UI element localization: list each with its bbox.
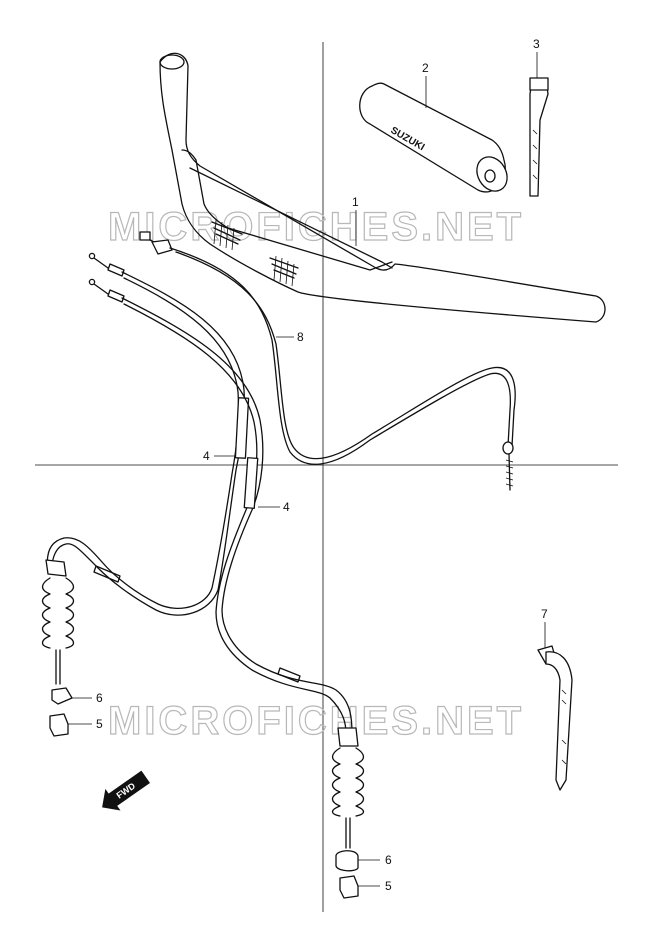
cable-adjuster-nut-left xyxy=(49,713,69,737)
throttle-cable-lower xyxy=(88,278,353,735)
callout-5-left: 5 xyxy=(68,717,103,731)
callout-4-lower: 4 xyxy=(258,500,290,514)
clamp-band xyxy=(537,645,573,791)
callout-label-8: 8 xyxy=(297,330,304,344)
cable-boot-left xyxy=(51,687,73,705)
callout-label-5-right: 5 xyxy=(385,879,392,893)
handlebar-knurl-left xyxy=(211,219,243,251)
callout-6-right: 6 xyxy=(358,853,392,867)
callout-label-4-upper: 4 xyxy=(203,449,210,463)
callout-4-upper: 4 xyxy=(203,449,236,463)
strap xyxy=(529,77,549,197)
watermark-bottom: MICROFICHES.NET xyxy=(108,699,524,743)
right-adjuster-assembly xyxy=(331,727,365,849)
callout-label-4-lower: 4 xyxy=(283,500,290,514)
handlebar-pad: SUZUKI xyxy=(359,82,508,193)
left-adjuster-assembly xyxy=(41,559,75,685)
callout-7: 7 xyxy=(541,607,548,648)
callout-label-7: 7 xyxy=(541,607,548,621)
callout-label-2: 2 xyxy=(422,61,429,75)
callout-6-left: 6 xyxy=(72,691,103,705)
callout-label-1: 1 xyxy=(352,195,359,209)
callout-label-5-left: 5 xyxy=(96,717,103,731)
callout-1: 1 xyxy=(352,195,359,246)
callout-label-6-left: 6 xyxy=(96,691,103,705)
throttle-cable-upper xyxy=(46,252,250,616)
fwd-arrow-icon: FWD xyxy=(102,770,151,811)
watermark-top: MICROFICHES.NET xyxy=(108,205,524,249)
callout-3: 3 xyxy=(533,37,540,78)
callout-8: 8 xyxy=(276,330,304,344)
callout-5-right: 5 xyxy=(358,879,392,893)
callout-label-3: 3 xyxy=(533,37,540,51)
cable-adjuster-nut-right xyxy=(339,875,359,899)
callout-2: 2 xyxy=(422,61,429,108)
clutch-cable xyxy=(139,231,516,491)
callout-label-6-right: 6 xyxy=(385,853,392,867)
handlebar-knurl-right xyxy=(269,255,299,287)
cable-boot-right xyxy=(335,850,359,872)
handlebar xyxy=(159,52,606,323)
